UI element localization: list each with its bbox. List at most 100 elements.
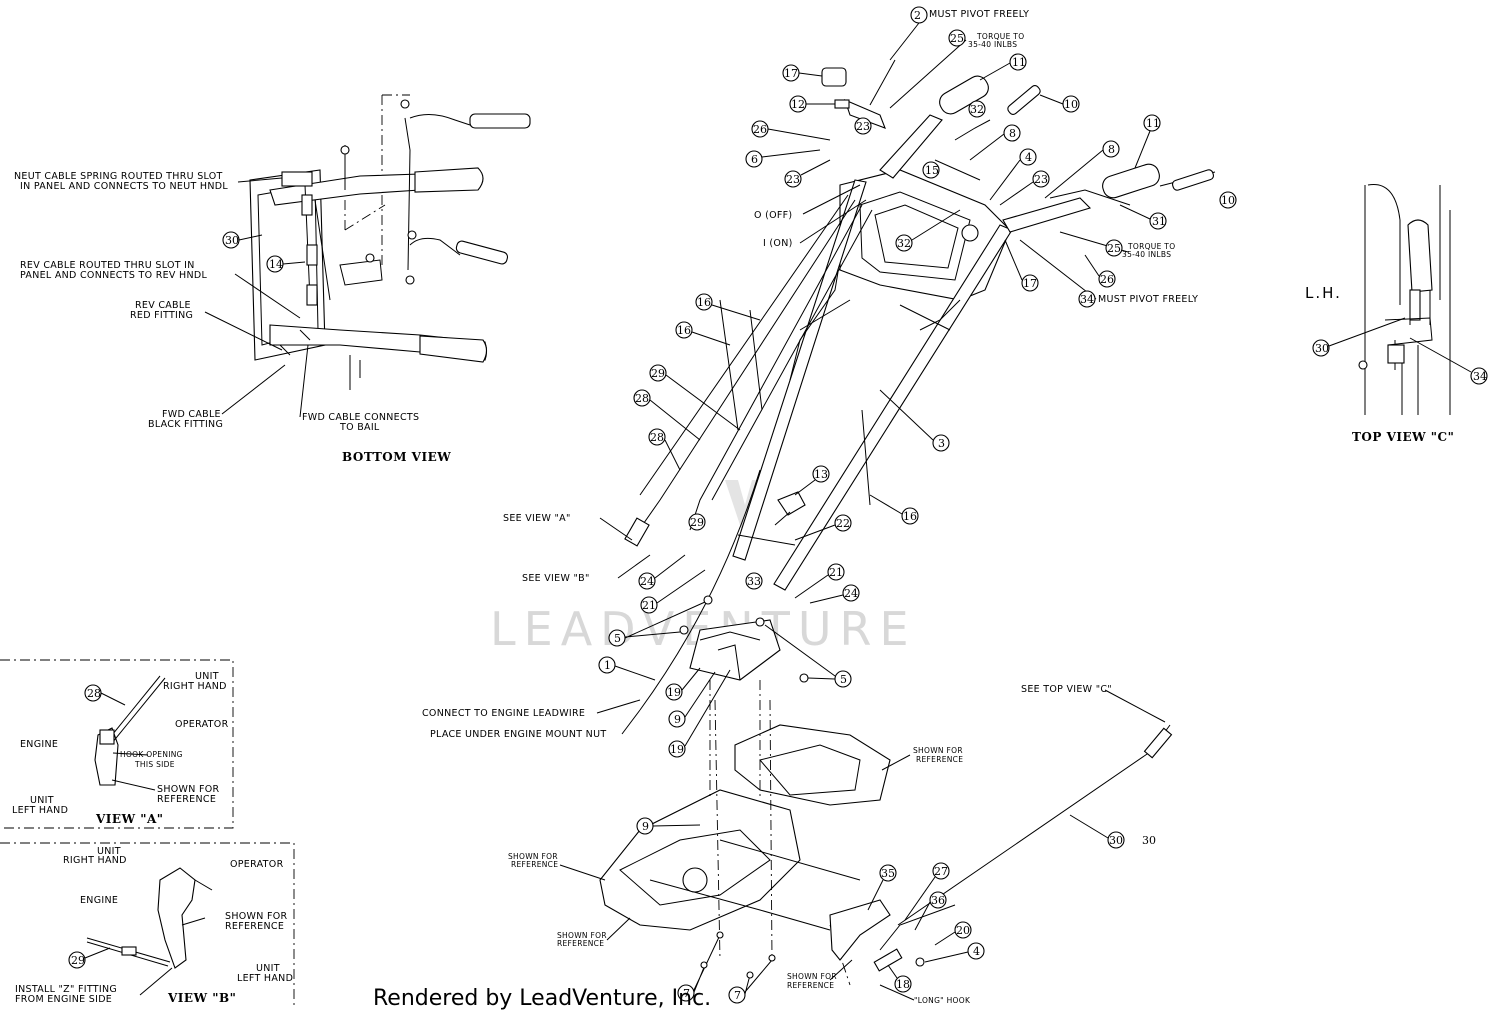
note-fwd-bail-2: TO BAIL — [339, 422, 380, 433]
view-a-shown-note-1: SHOWN FOR — [157, 784, 220, 795]
note-rev-fitting-2: RED FITTING — [130, 310, 193, 321]
bubble-7a: 7 — [677, 984, 695, 1002]
bubble-21b: 21 — [640, 596, 658, 614]
note-neut-cable-2: IN PANEL AND CONNECTS TO NEUT HNDL — [20, 181, 228, 192]
bubble-9b: 9 — [636, 817, 654, 835]
note-see-view-b: SEE VIEW "B" — [522, 573, 590, 584]
view-a-hook-note-1: HOOK OPENING — [120, 750, 183, 759]
view-a-hook-note-2: THIS SIDE — [134, 760, 175, 769]
bubble-1: 1 — [598, 656, 616, 674]
bubble-32b: 32 — [895, 234, 913, 252]
top-view-lh-label: L.H. — [1305, 284, 1342, 302]
svg-text:25: 25 — [1107, 242, 1121, 255]
view-b-unit-label: UNIT — [97, 846, 121, 857]
svg-text:32: 32 — [970, 103, 984, 116]
svg-text:28: 28 — [650, 431, 664, 444]
bubble-20: 20 — [954, 921, 972, 939]
svg-text:11: 11 — [1146, 117, 1160, 130]
callout-30-top: 30 — [1315, 342, 1329, 355]
svg-text:5: 5 — [840, 673, 847, 686]
svg-text:21: 21 — [642, 599, 656, 612]
bubble-16b: 16 — [675, 321, 693, 339]
note-must-pivot-right: MUST PIVOT FREELY — [1098, 294, 1198, 305]
svg-text:20: 20 — [956, 924, 970, 937]
bubble-19a: 19 — [665, 683, 683, 701]
bubble-26b: 26 — [1098, 270, 1116, 288]
bubble-33: 33 — [745, 572, 763, 590]
svg-text:24: 24 — [640, 575, 654, 588]
svg-text:27: 27 — [934, 865, 948, 878]
bubble-24b: 24 — [842, 584, 860, 602]
svg-text:11: 11 — [1012, 56, 1026, 69]
svg-text:29: 29 — [690, 516, 704, 529]
svg-text:22: 22 — [836, 517, 850, 530]
svg-text:28: 28 — [635, 392, 649, 405]
note-rev-cable-2: PANEL AND CONNECTS TO REV HNDL — [20, 270, 207, 281]
bubble-16a: 16 — [695, 293, 713, 311]
note-fwd-fitting-2: BLACK FITTING — [148, 419, 223, 430]
bubble-31: 31 — [1149, 212, 1167, 230]
svg-text:16: 16 — [697, 296, 711, 309]
svg-text:25: 25 — [950, 32, 964, 45]
note-long-hook: "LONG" HOOK — [914, 996, 971, 1005]
note-see-top-view-c: SEE TOP VIEW "C" — [1021, 684, 1112, 695]
svg-text:4: 4 — [1025, 151, 1032, 164]
svg-text:15: 15 — [925, 164, 939, 177]
view-b-operator-label: OPERATOR — [230, 859, 284, 870]
bubble-4b: 4 — [967, 942, 985, 960]
bubble-23b: 23 — [784, 170, 802, 188]
svg-text:6: 6 — [751, 153, 758, 166]
view-b-left-hand-label: LEFT HAND — [237, 973, 293, 984]
bubble-10a: 10 — [1062, 95, 1080, 113]
note-fwd-bail-1: FWD CABLE CONNECTS — [302, 412, 419, 423]
bubble-13: 13 — [812, 465, 830, 483]
svg-text:17: 17 — [784, 67, 798, 80]
svg-text:2: 2 — [914, 9, 921, 22]
callout-34-top: 34 — [1473, 370, 1487, 383]
bubble-29b: 29 — [688, 513, 706, 531]
note-engine-leadwire: CONNECT TO ENGINE LEADWIRE — [422, 708, 585, 719]
note-shown-bracket-1: SHOWN FOR — [787, 972, 837, 981]
bubble-23a: 23 — [854, 117, 872, 135]
callout-14: 14 — [269, 258, 283, 271]
view-a-left-hand-label: LEFT HAND — [12, 805, 68, 816]
note-torque-right-1: TORQUE TO — [1127, 242, 1175, 251]
callout-29: 29 — [71, 954, 85, 967]
note-rev-cable-1: REV CABLE ROUTED THRU SLOT IN — [20, 260, 195, 271]
view-a-right-hand-label: RIGHT HAND — [163, 681, 227, 692]
note-shown-housing-1: SHOWN FOR — [913, 746, 963, 755]
callout-bubbles: 2 25 17 11 12 10 32 23 26 8 8 11 4 6 15 … — [598, 6, 1237, 1004]
svg-text:3: 3 — [938, 437, 945, 450]
bubble-11b: 11 — [1143, 114, 1161, 132]
bubble-36: 36 — [929, 891, 947, 909]
svg-text:16: 16 — [677, 324, 691, 337]
bubble-32a: 32 — [968, 100, 986, 118]
bubble-8a: 8 — [1003, 124, 1021, 142]
bubble-17b: 17 — [1021, 274, 1039, 292]
svg-text:4: 4 — [973, 945, 980, 958]
svg-text:16: 16 — [903, 510, 917, 523]
bubble-24a: 24 — [638, 572, 656, 590]
note-shown-lower-2: REFERENCE — [557, 939, 604, 948]
callout-30: 30 — [225, 234, 239, 247]
bubble-34: 34 — [1078, 290, 1096, 308]
bubble-30: 30 — [1107, 831, 1125, 849]
svg-text:9: 9 — [642, 820, 649, 833]
bubble-15: 15 — [922, 161, 940, 179]
top-view-c-title: TOP VIEW "C" — [1352, 430, 1454, 444]
note-extra-30: 30 — [1142, 834, 1156, 847]
note-fwd-fitting-1: FWD CABLE — [162, 409, 221, 420]
svg-text:5: 5 — [614, 632, 621, 645]
svg-text:23: 23 — [1034, 173, 1048, 186]
bubble-12: 12 — [789, 95, 807, 113]
view-b-engine-label: ENGINE — [80, 895, 118, 906]
bubble-25b: 25 — [1105, 239, 1123, 257]
bubble-5b: 5 — [834, 670, 852, 688]
svg-text:12: 12 — [791, 98, 805, 111]
view-b-install-note-1: INSTALL "Z" FITTING — [15, 984, 117, 995]
view-a-unit-label: UNIT — [195, 671, 219, 682]
svg-text:19: 19 — [670, 743, 684, 756]
bubble-18: 18 — [894, 975, 912, 993]
bottom-view-drawing — [249, 94, 531, 390]
